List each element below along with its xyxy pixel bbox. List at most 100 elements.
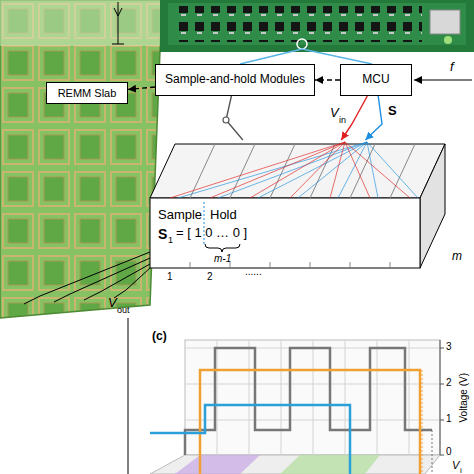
slab-box: REMM Slab bbox=[46, 82, 128, 104]
module-tick bbox=[390, 262, 391, 268]
dimension-arrow bbox=[112, 2, 124, 44]
pcb-board bbox=[160, 0, 474, 52]
leader-line bbox=[302, 49, 372, 64]
arrow-head bbox=[114, 8, 122, 16]
select-bus-line bbox=[367, 142, 418, 198]
controller-box: MCU bbox=[340, 64, 412, 96]
pcb-callout bbox=[297, 39, 307, 49]
select-bus-line bbox=[218, 142, 367, 198]
subscript: i bbox=[460, 466, 462, 474]
module-tick bbox=[190, 262, 191, 268]
box-text: REMM Slab bbox=[58, 87, 117, 100]
subscript: in bbox=[339, 115, 346, 125]
grid-line bbox=[313, 340, 314, 455]
module-tick bbox=[350, 262, 351, 268]
tick bbox=[440, 420, 444, 421]
signal-name: V bbox=[452, 459, 459, 472]
module-index: 1 bbox=[167, 271, 173, 283]
signal-name: S bbox=[388, 104, 397, 119]
module-array: SampleHoldS1= [ 1 0 … 0 ] bbox=[148, 140, 448, 270]
count-label: m-1 bbox=[214, 253, 231, 265]
tick bbox=[440, 384, 444, 385]
module-tick bbox=[270, 262, 271, 268]
grid-line bbox=[281, 340, 282, 455]
select-bus-line bbox=[338, 142, 367, 198]
module-slice bbox=[230, 144, 255, 198]
voltage-bus-line bbox=[170, 142, 345, 198]
slab-wires bbox=[24, 252, 150, 304]
plot-grid bbox=[185, 340, 440, 455]
grid-line bbox=[377, 340, 378, 455]
grid-line bbox=[249, 340, 250, 455]
tick bbox=[440, 348, 444, 349]
vector-name: S bbox=[158, 226, 167, 242]
ellipsis: ...... bbox=[245, 266, 262, 278]
phase-label: Hold bbox=[210, 208, 237, 223]
tick bbox=[440, 455, 444, 456]
guide-line bbox=[432, 430, 433, 474]
count-label: m bbox=[452, 250, 462, 264]
slab-surface bbox=[0, 0, 162, 318]
module-index: 2 bbox=[207, 271, 213, 283]
arrow-shaft bbox=[118, 2, 119, 44]
floor-band bbox=[175, 455, 260, 474]
tick-label: 0 bbox=[446, 446, 452, 458]
output-axis bbox=[128, 318, 129, 474]
wire bbox=[114, 268, 150, 298]
control-arrow bbox=[315, 79, 340, 80]
voltage-bus-line bbox=[250, 142, 345, 198]
tick-label: 1 bbox=[446, 413, 452, 425]
tick-label: 2 bbox=[446, 377, 452, 389]
grid-line bbox=[409, 340, 410, 455]
drive-arrow bbox=[128, 87, 155, 89]
array-side-face bbox=[420, 144, 445, 268]
guide-line bbox=[422, 370, 423, 474]
tick-label: 3 bbox=[446, 341, 452, 353]
arrow-tick bbox=[112, 44, 124, 45]
module-box: Sample-and-hold Modules bbox=[155, 64, 315, 96]
select-bus-line bbox=[367, 142, 378, 198]
zoom-leader bbox=[226, 96, 243, 140]
module-slice bbox=[190, 144, 215, 198]
select-signal-line bbox=[365, 96, 382, 140]
module-tick bbox=[310, 262, 311, 268]
voltage-plot bbox=[150, 340, 444, 474]
grid-line bbox=[217, 340, 218, 455]
signal-name: V bbox=[330, 106, 339, 121]
leader-dot bbox=[223, 117, 229, 123]
signal-name: V bbox=[108, 296, 117, 311]
array-front-face bbox=[150, 198, 420, 268]
input-voltage-line bbox=[341, 96, 367, 140]
select-bus-line bbox=[258, 142, 367, 198]
phase-label: Sample bbox=[158, 208, 202, 223]
wire bbox=[24, 252, 150, 304]
axis-ticks bbox=[440, 348, 444, 455]
voltage-bus-line bbox=[345, 142, 370, 198]
floor-band bbox=[280, 455, 380, 474]
subscript: 1 bbox=[168, 235, 173, 245]
module-array-outline bbox=[148, 140, 448, 270]
axis-title: Voltage (V) bbox=[458, 365, 470, 431]
pcb-photo bbox=[160, 0, 474, 52]
frequency-input-arrow bbox=[414, 79, 472, 80]
wire bbox=[84, 264, 150, 300]
box-text: MCU bbox=[362, 73, 389, 87]
wire bbox=[54, 258, 150, 302]
pcb-connector bbox=[430, 10, 460, 34]
plot-floor bbox=[150, 455, 440, 474]
leader-line bbox=[240, 49, 302, 64]
pcb-area bbox=[168, 3, 466, 45]
module-slice bbox=[350, 144, 375, 198]
sampled-waveform bbox=[185, 348, 432, 455]
box-text: Sample-and-hold Modules bbox=[165, 73, 305, 87]
voltage-axis bbox=[440, 340, 441, 455]
metasurface-slab bbox=[0, 0, 162, 318]
select-bus-line bbox=[178, 142, 367, 198]
photo-overlay bbox=[0, 0, 162, 46]
photo-leader-lines bbox=[240, 49, 372, 64]
grid-line bbox=[345, 340, 346, 455]
pcb-led bbox=[444, 36, 452, 44]
voltage-bus-line bbox=[210, 142, 345, 198]
